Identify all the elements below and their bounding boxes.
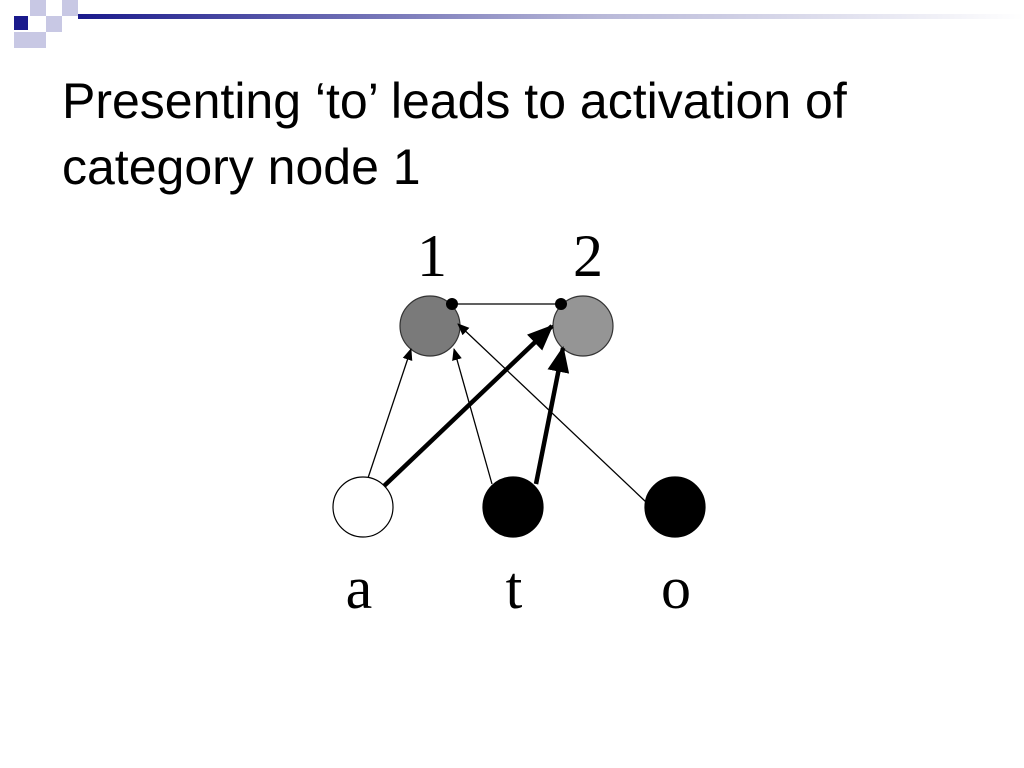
input-node-label: t — [506, 555, 523, 621]
deco-square-dark — [14, 16, 28, 30]
input-node-a — [332, 476, 394, 538]
deco-square-light — [30, 0, 46, 16]
connection-t-to-2 — [533, 346, 570, 485]
deco-square-light — [62, 0, 78, 16]
lateral-connection-endpoint — [446, 298, 458, 310]
input-node-label: o — [661, 555, 691, 621]
slide-header-decoration — [14, 0, 1024, 48]
slide-title: Presenting ‘to’ leads to activation of c… — [62, 73, 847, 195]
input-node-t — [482, 476, 544, 538]
deco-square-light — [14, 32, 30, 48]
input-node-o — [644, 476, 706, 538]
input-node-label: a — [346, 555, 373, 621]
lateral-connection-endpoint — [555, 298, 567, 310]
connection-a-to-1 — [367, 348, 413, 479]
connection-a-to-2 — [382, 324, 554, 488]
header-gradient-bar — [78, 14, 1024, 19]
category-node-label: 2 — [573, 223, 603, 289]
category-node-label: 1 — [417, 223, 447, 289]
connection-t-to-1 — [452, 348, 493, 485]
deco-square-light — [30, 32, 46, 48]
deco-square-light — [46, 16, 62, 32]
